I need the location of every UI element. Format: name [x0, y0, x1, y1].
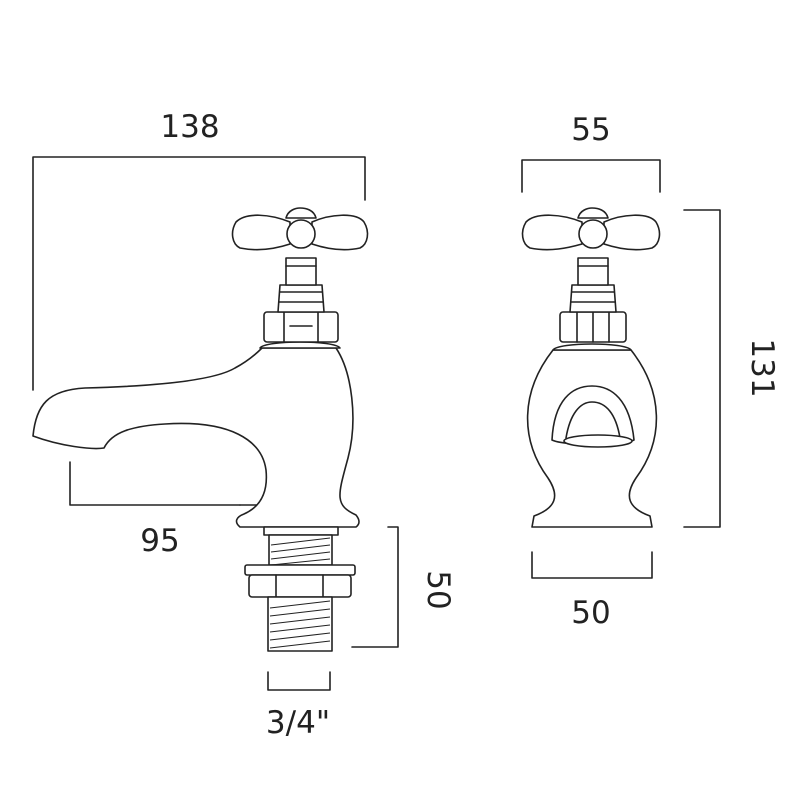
- front-headwork-rings: [570, 291, 616, 303]
- side-handle-left-arm: [231, 214, 291, 251]
- front-spindle: [577, 257, 609, 286]
- side-spindle: [285, 257, 317, 286]
- side-tap-body: [32, 347, 360, 528]
- front-handle-top-arm: [577, 207, 609, 219]
- side-view: 138 95 50 3/4": [32, 109, 456, 741]
- dim-thread-bracket: [267, 671, 331, 691]
- side-collar: [259, 341, 341, 349]
- dim-50-tail-label: 50: [420, 570, 456, 609]
- front-headwork: [569, 284, 617, 313]
- dim-131-label: 131: [744, 338, 780, 397]
- front-hex-nut-facets: [576, 311, 610, 343]
- front-spout-inner: [565, 401, 621, 439]
- front-handle-right-arm: [603, 214, 661, 251]
- front-aerator: [563, 434, 633, 448]
- side-tail-upper-thread-lines: [270, 537, 331, 566]
- side-handle-right-arm: [311, 214, 369, 251]
- side-handle-hub: [286, 219, 316, 249]
- dim-95-bracket: [69, 461, 241, 506]
- dim-50-base-label: 50: [571, 595, 610, 631]
- front-collar: [552, 343, 632, 351]
- side-headwork-rings: [278, 291, 324, 303]
- dim-50-base-bracket: [531, 551, 653, 579]
- front-handle-left-arm: [521, 214, 583, 251]
- dim-138-bracket: [32, 156, 366, 391]
- side-hex-nut-facets: [283, 311, 319, 343]
- side-tail-upper-thread: [268, 534, 333, 566]
- dim-thread-label: 3/4": [266, 705, 330, 741]
- dim-131-bracket: [683, 209, 721, 528]
- dim-95-label: 95: [140, 523, 179, 559]
- side-back-nut: [244, 564, 356, 576]
- side-headwork: [277, 284, 325, 313]
- side-tail-lower-thread: [267, 596, 333, 652]
- side-back-nut-facets: [275, 574, 324, 598]
- dim-50-tail-bracket: [351, 526, 399, 648]
- dim-55-bracket: [521, 159, 661, 193]
- dim-138-label: 138: [160, 109, 219, 145]
- front-view: 55 131 50: [521, 112, 780, 631]
- front-handle-hub: [578, 219, 608, 249]
- side-handle-top-arm: [285, 207, 317, 219]
- side-back-nut-body: [248, 574, 352, 598]
- side-hex-nut: [263, 311, 339, 343]
- side-tail-lower-thread-lines: [269, 600, 331, 649]
- side-tail-washer: [263, 526, 339, 536]
- dim-55-label: 55: [571, 112, 610, 148]
